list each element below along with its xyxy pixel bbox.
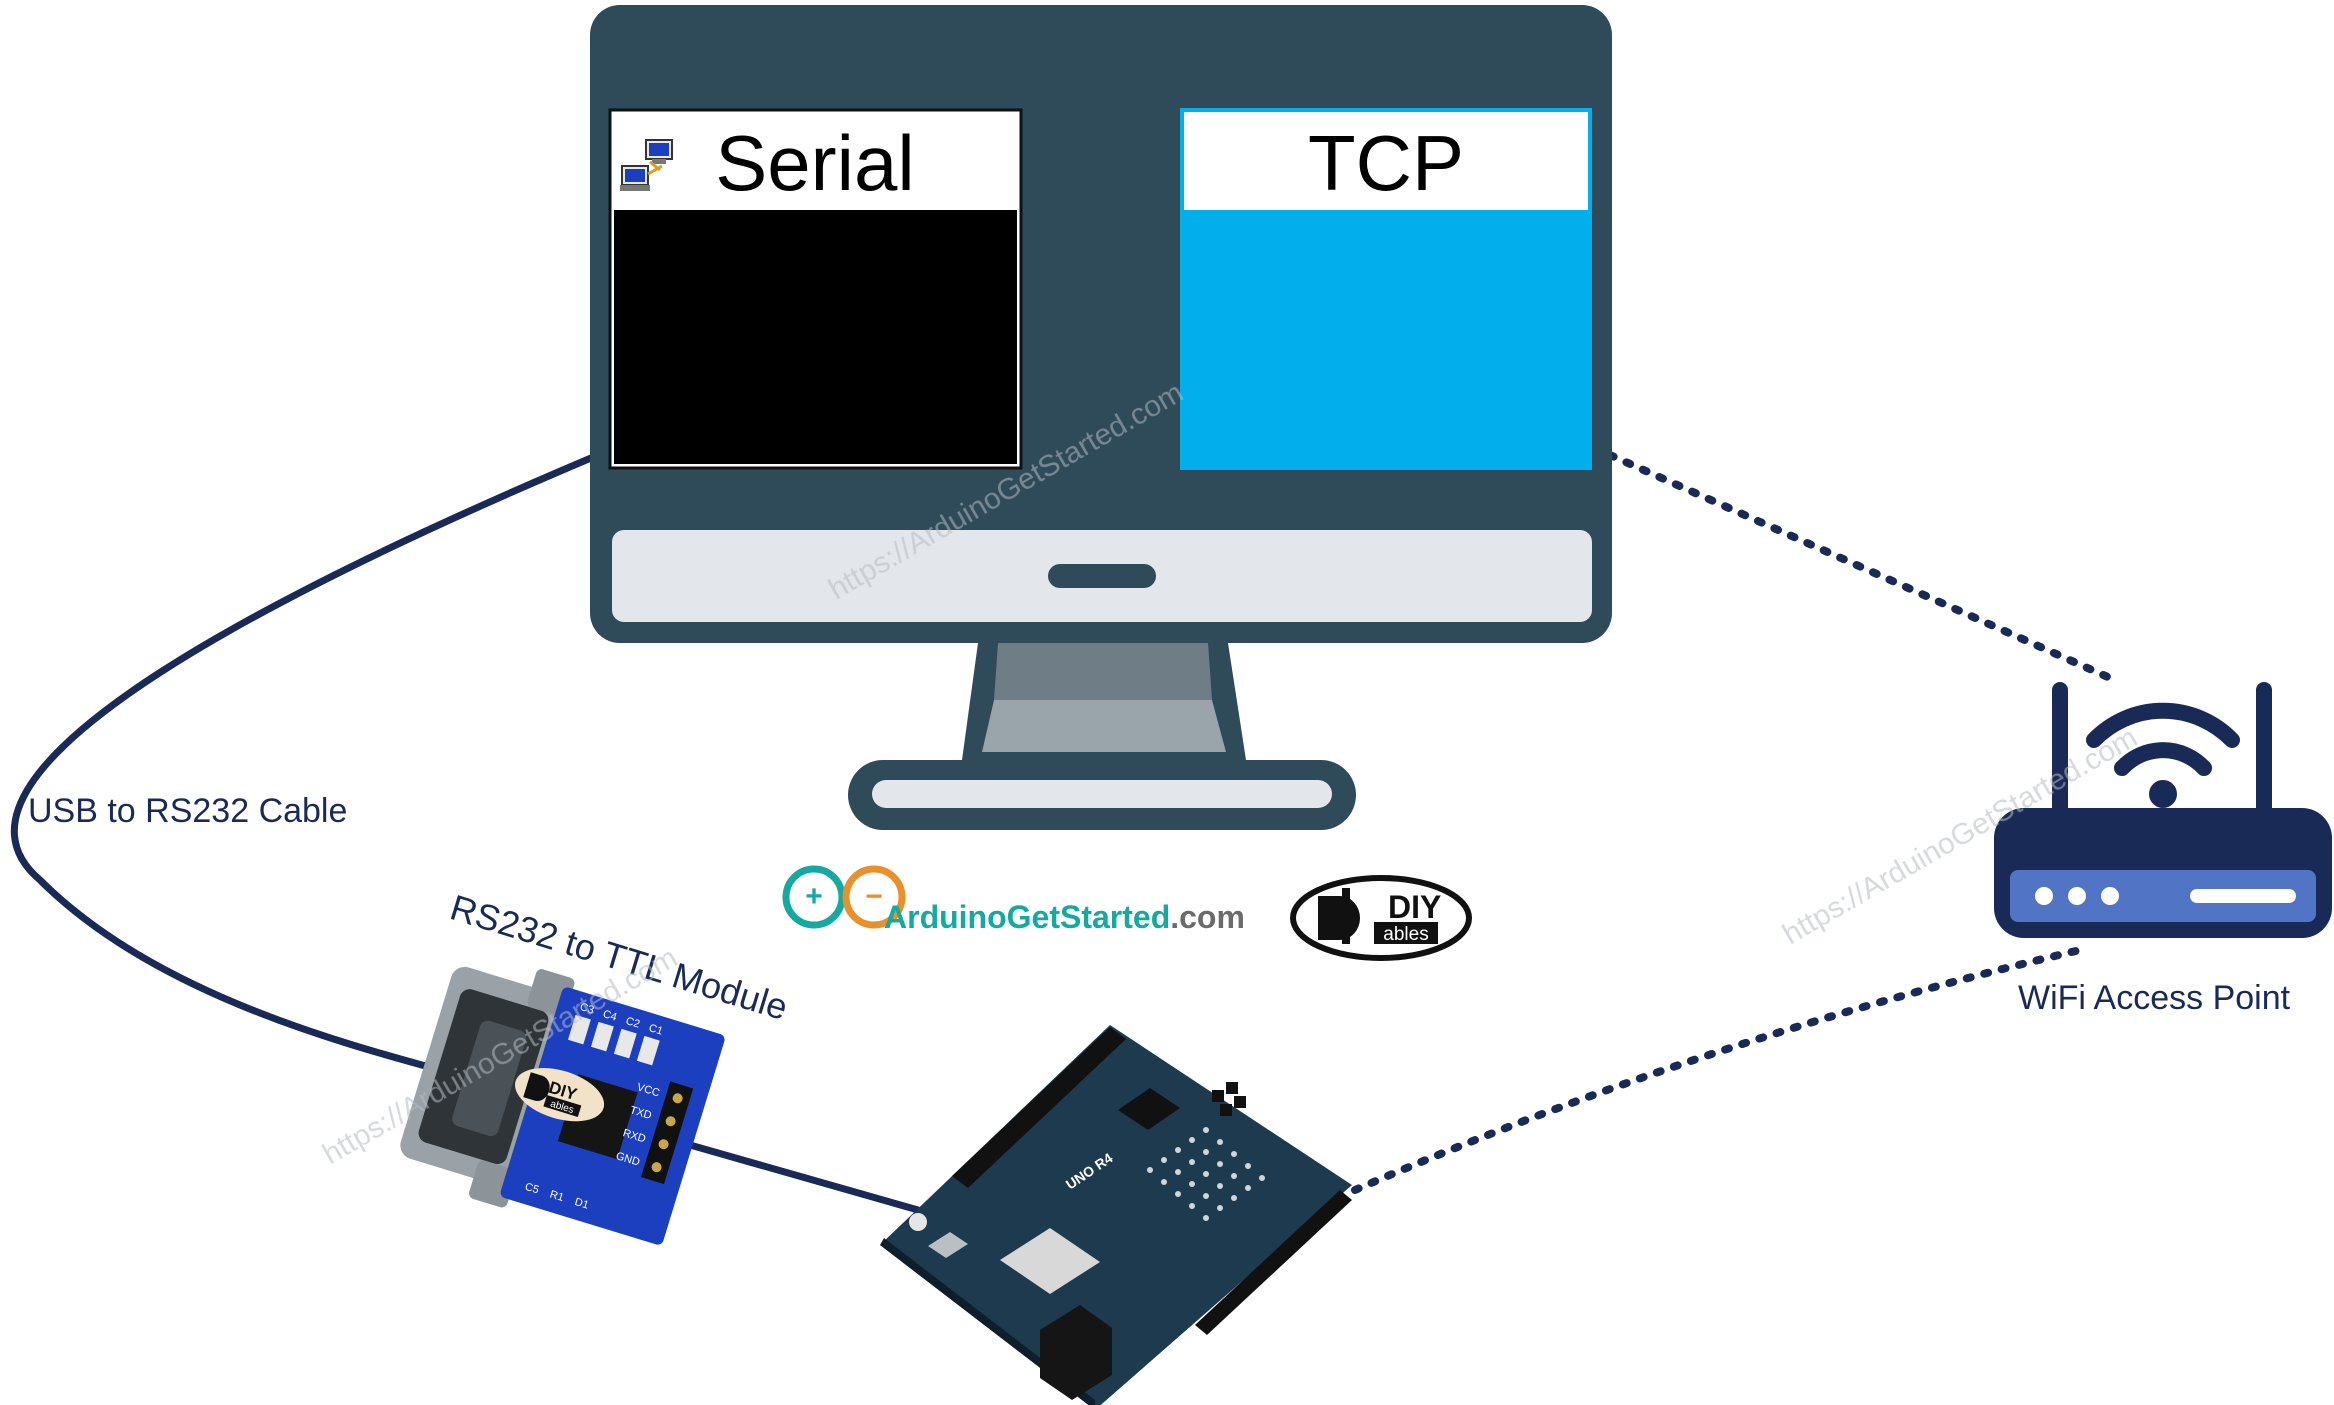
arduinogetstarted-logo: + − ArduinoGetStarted.com [782, 865, 1245, 935]
arduino-icsp-header [1212, 1082, 1246, 1116]
wifi-link-arduino-router [1351, 946, 2084, 1194]
monitor-stand-base-inner [872, 780, 1332, 808]
diy-logo-bottom: ables [1383, 924, 1428, 945]
arduino-pcb [880, 1025, 1352, 1405]
rs232-ttl-module: VCC TXD RXD GND C3 C4 C2 C1 C5 R1 D1 DIY… [400, 966, 725, 1245]
monitor-stand-neck-inner [994, 643, 1212, 700]
serial-window-body [614, 210, 1017, 464]
wifi-router [1994, 682, 2332, 938]
module-cap-c1: C1 [647, 1022, 664, 1038]
arduino-header-right [1195, 1190, 1352, 1335]
router-front-panel [2010, 870, 2316, 922]
module-capacitors [567, 1014, 660, 1066]
tcp-window-body [1184, 210, 1588, 466]
router-led-3 [2101, 887, 2119, 905]
cable-label: USB to RS232 Cable [28, 792, 347, 830]
serial-window[interactable]: Serial [608, 108, 1023, 470]
diy-logo-top: DIY [1388, 889, 1441, 925]
arduino-usb-c-port [928, 1232, 968, 1258]
arduino-dc-jack [1040, 1305, 1112, 1400]
serial-window-title: Serial [715, 119, 914, 207]
module-diyables-logo: DIY ables [515, 1068, 605, 1122]
module-cap-c3: C3 [578, 1001, 595, 1017]
diyables-logo: DIY ables [1290, 875, 1472, 961]
arduino-wifi-module [1000, 1228, 1100, 1294]
module-mark-c5: C5 [523, 1181, 540, 1197]
monitor-power-button[interactable] [1048, 564, 1156, 588]
ttl-wire [651, 1131, 922, 1214]
module-mark-d1: D1 [573, 1196, 590, 1212]
ags-logo-text: ArduinoGetStarted.com [884, 899, 1245, 935]
monitor-stand-neck-lower [982, 700, 1226, 752]
arduino-header-top [952, 1027, 1126, 1188]
arduino-reset-button [909, 1213, 927, 1231]
router-antenna-right [2256, 682, 2272, 832]
usb-rs232-cable [10, 446, 614, 1074]
module-cap-c2: C2 [624, 1015, 641, 1031]
arduino-uno-r4-board: UNO R4 [880, 1025, 1352, 1405]
wifi-signal-icon [2086, 702, 2240, 808]
router-led-1 [2035, 887, 2053, 905]
tcp-window[interactable]: TCP [1180, 108, 1592, 470]
arduino-led-matrix [1147, 1127, 1265, 1221]
ags-logo-domain: .com [1170, 899, 1245, 935]
arduino-mcu-chip [1118, 1088, 1180, 1130]
tcp-window-title: TCP [1308, 119, 1464, 207]
ags-logo-name: ArduinoGetStarted [884, 899, 1170, 935]
serial-port-icon [620, 139, 673, 191]
access-point-label: WiFi Access Point [2018, 979, 2291, 1017]
svg-text:+: + [805, 880, 823, 913]
router-port-bar [2190, 889, 2296, 903]
router-antenna-left [2052, 682, 2068, 832]
wifi-link-pc-router [1606, 451, 2114, 682]
module-pin-header [641, 1081, 694, 1185]
router-led-2 [2068, 887, 2086, 905]
module-cap-c4: C4 [601, 1008, 618, 1024]
svg-text:−: − [865, 880, 883, 913]
module-mark-r1: R1 [548, 1188, 565, 1204]
